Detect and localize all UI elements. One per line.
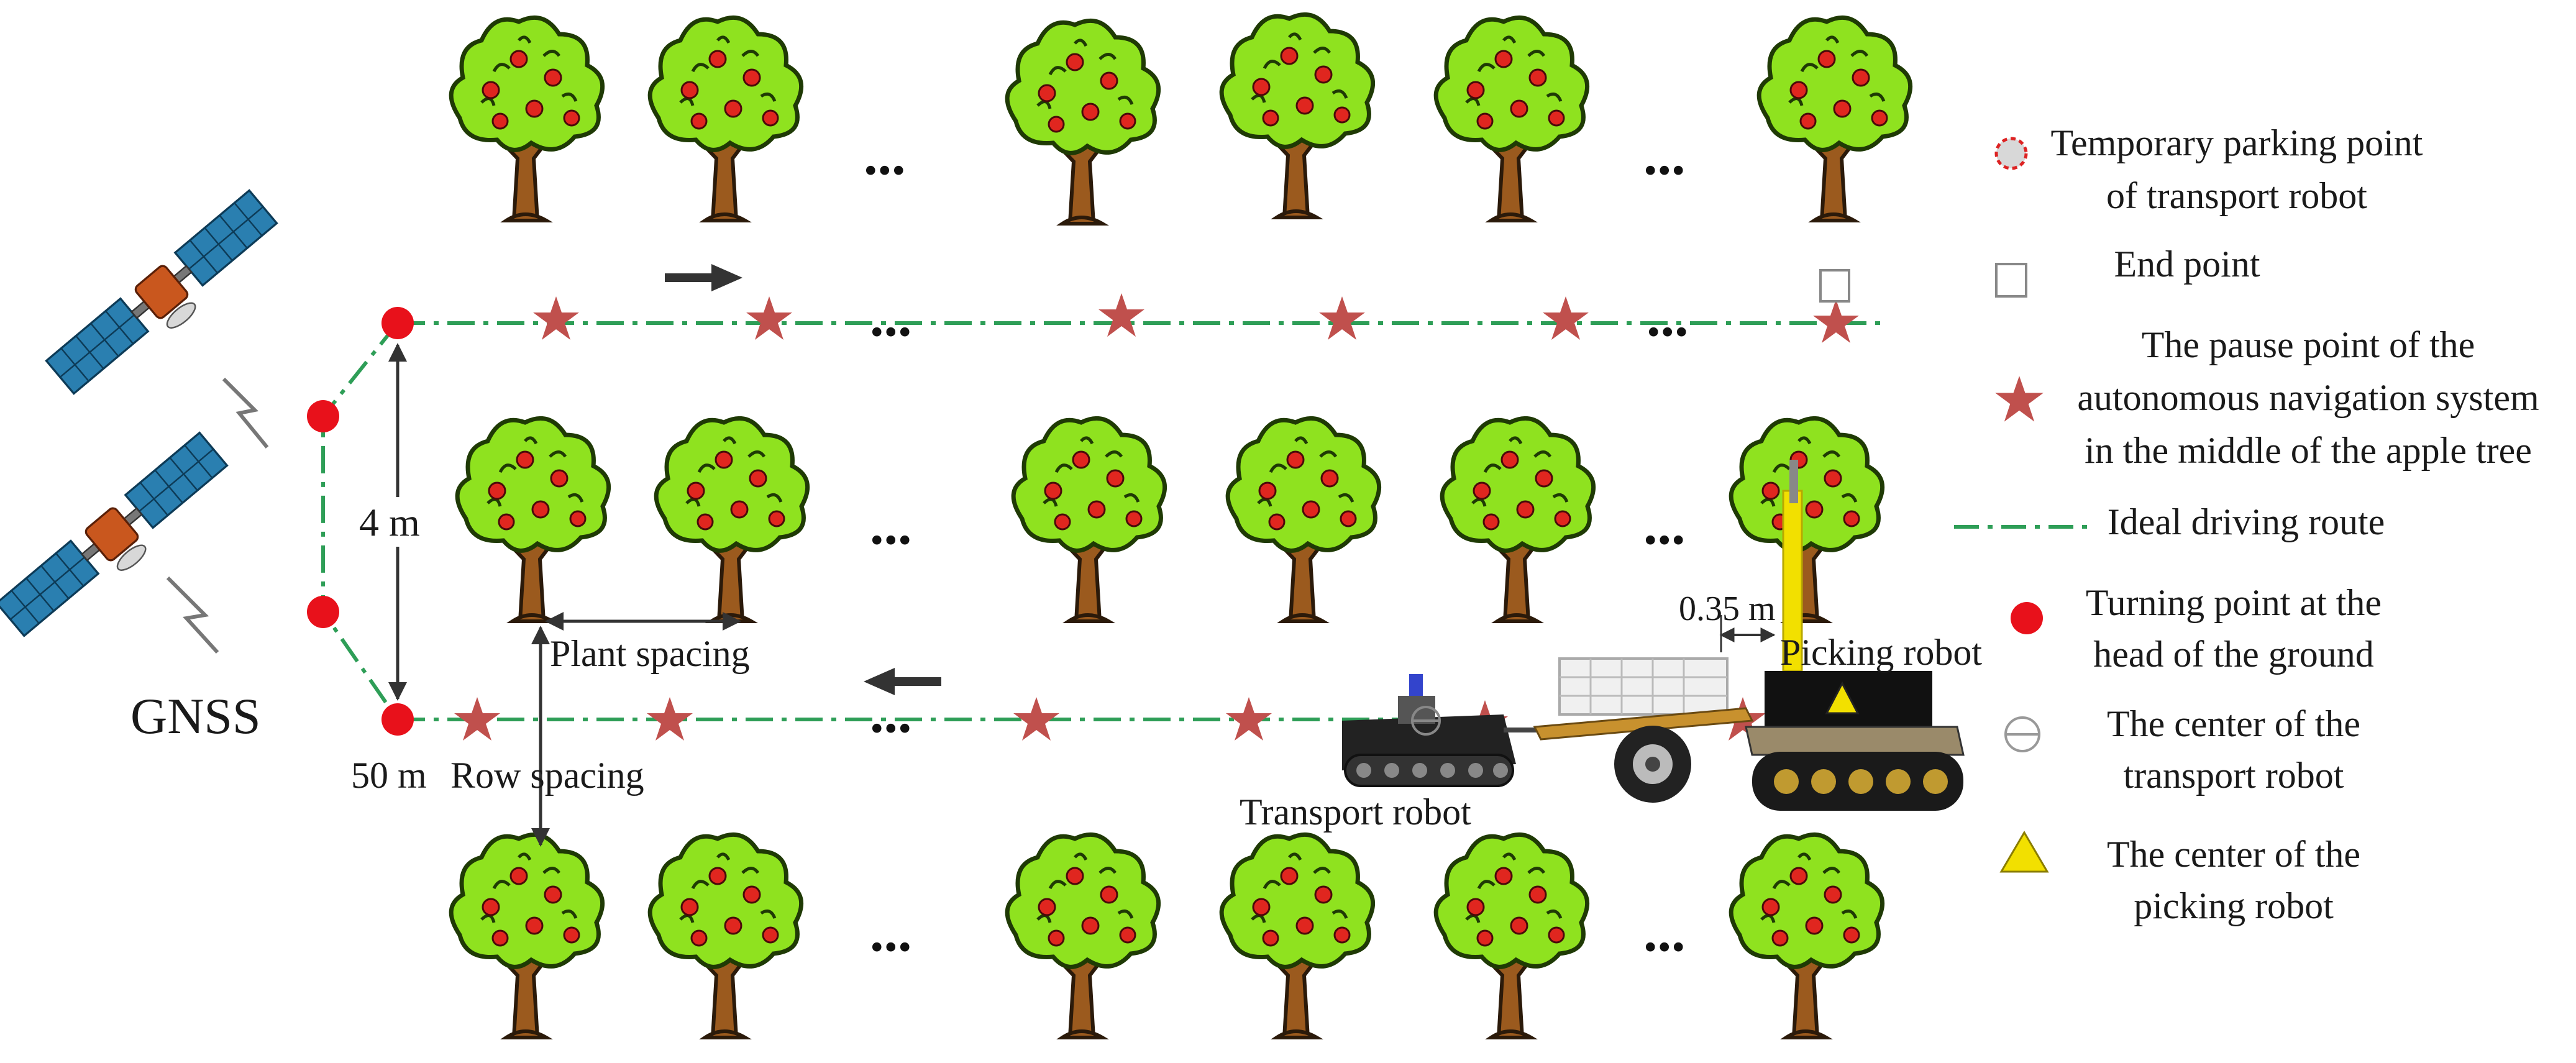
ellipsis: ... [1643, 495, 1686, 556]
picking-robot [1745, 460, 1965, 811]
circle-line-icon [2004, 716, 2040, 752]
red-dot-icon [2011, 602, 2043, 634]
plant-spacing-label: Plant spacing [550, 633, 750, 674]
ellipsis: ... [1647, 286, 1689, 348]
square-icon [1995, 263, 2027, 298]
legend-item-label: in the middle of the apple tree [2085, 430, 2532, 471]
satellite-icon [45, 189, 288, 408]
gnss-label: GNSS [130, 688, 261, 744]
star-icon [1995, 376, 2044, 422]
legend [1954, 137, 2091, 873]
transport-robot-label: Transport robot [1240, 792, 1471, 833]
turning-points [307, 307, 414, 736]
legend-item-label: of transport robot [2106, 175, 2367, 216]
end-point-marker [1819, 269, 1850, 303]
signal-icon [222, 377, 269, 449]
legend-item-label: The center of the [2107, 703, 2360, 744]
direction-arrow-right-icon [665, 264, 742, 291]
legend-item-label: head of the ground [2093, 634, 2374, 675]
legend-labels: Temporary parking point of transport rob… [2051, 122, 2539, 926]
row-distance-label: 4 m [359, 500, 420, 544]
transport-robot [1342, 674, 1516, 787]
legend-item-label: picking robot [2134, 885, 2334, 926]
row-spacing-label: Row spacing [450, 755, 644, 796]
triangle-icon [1999, 831, 2049, 873]
ellipsis: ... [870, 286, 912, 348]
length-label: 50 m [351, 755, 427, 796]
dashed-circle-icon [1994, 137, 2028, 170]
legend-item-label: Ideal driving route [2108, 501, 2385, 542]
ellipsis: ... [870, 495, 912, 556]
signal-icon [166, 576, 219, 654]
legend-item-label: Temporary parking point [2051, 122, 2423, 163]
direction-arrow-left-icon [864, 668, 941, 695]
legend-item-label: The pause point of the [2142, 324, 2475, 365]
offset-label: 0.35 m [1679, 590, 1776, 628]
legend-item-label: Turning point at the [2086, 582, 2382, 623]
legend-item-label: End point [2114, 244, 2260, 285]
ellipsis: ... [864, 125, 906, 186]
ellipsis: ... [1643, 125, 1686, 186]
ellipsis: ... [1643, 901, 1686, 963]
legend-item-label: autonomous navigation system [2077, 377, 2539, 418]
ellipsis: ... [870, 901, 912, 963]
picking-robot-label: Picking robot [1780, 632, 1982, 673]
trailer [1504, 657, 1754, 803]
tree-row-top [451, 14, 1910, 224]
legend-item-label: The center of the [2107, 834, 2360, 875]
legend-item-label: transport robot [2124, 755, 2344, 796]
